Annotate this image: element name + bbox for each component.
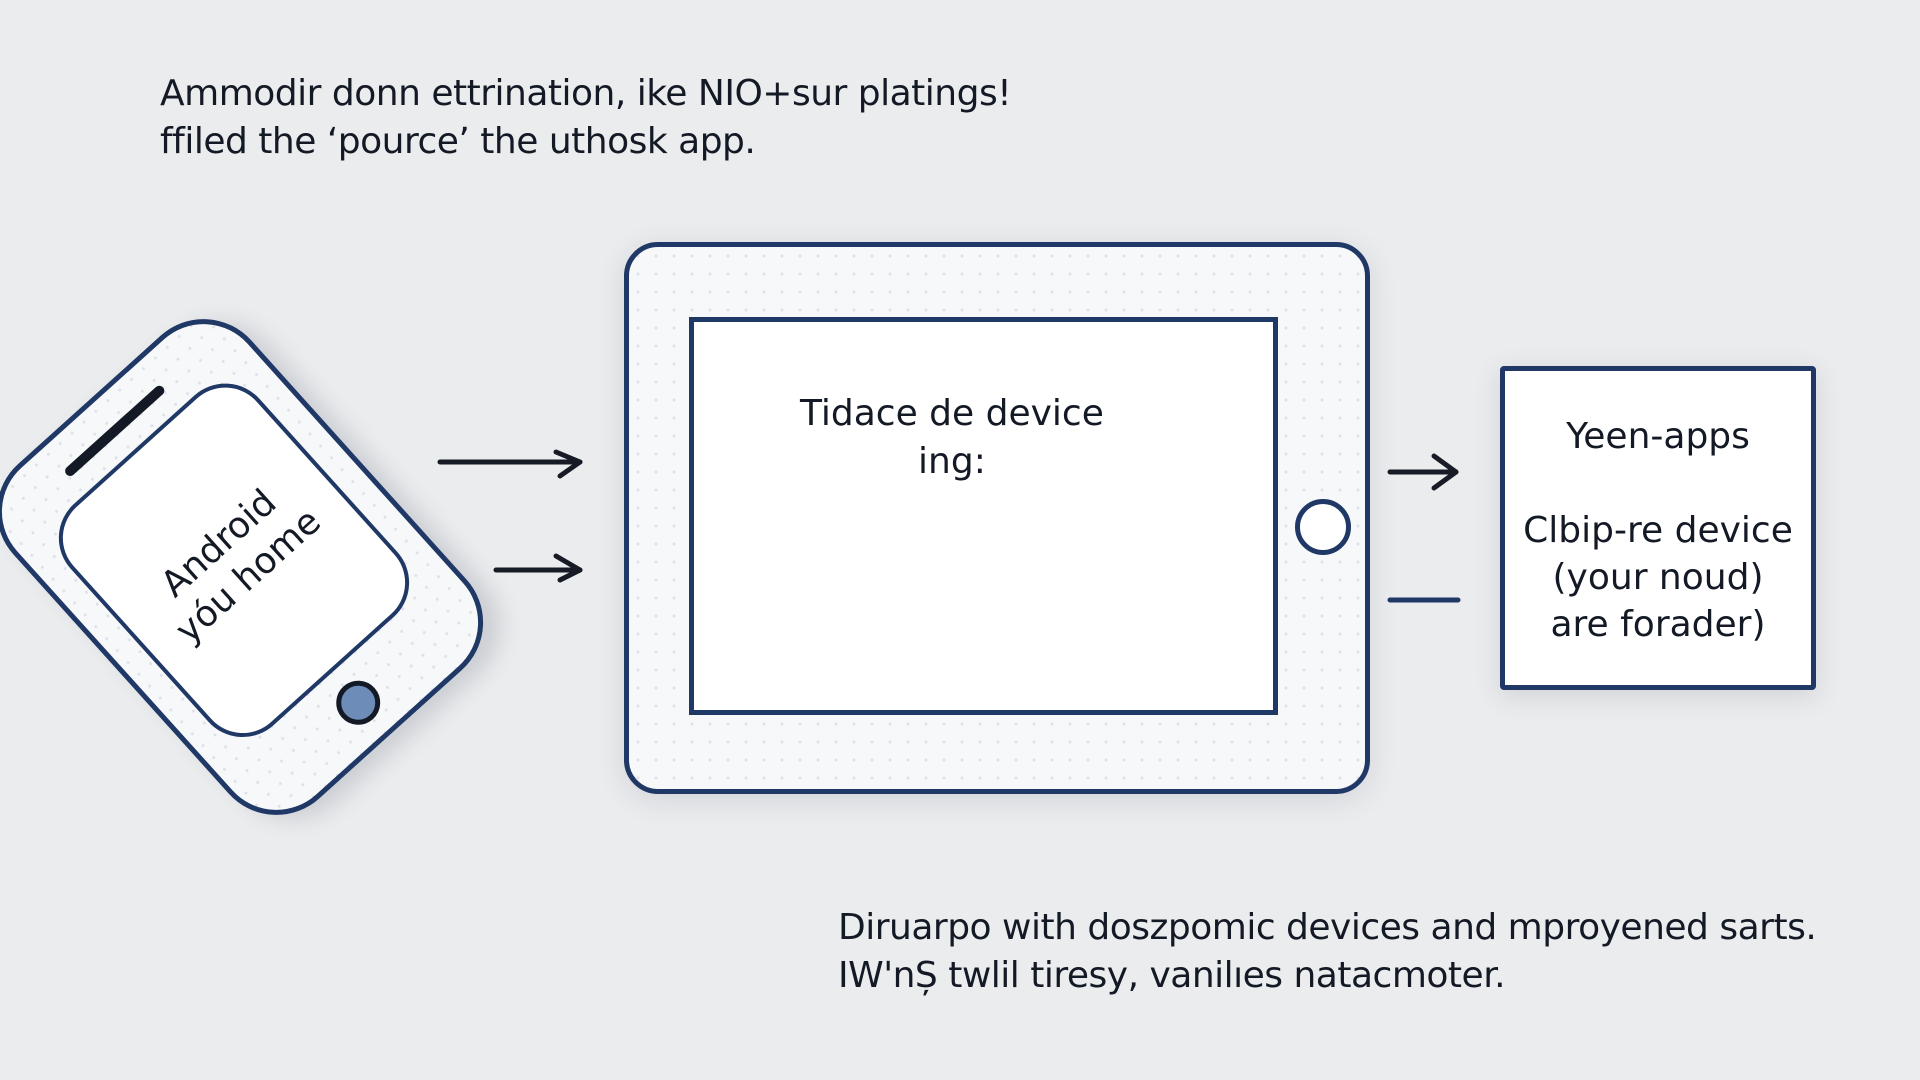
- tablet-home-button-icon: [1295, 499, 1351, 555]
- apps-card-line-1: Clbip-re device: [1523, 510, 1793, 551]
- intro-line-1: Ammodir donn ettrination, ike NIO+sur pl…: [160, 73, 1012, 114]
- intro-line-2: ffiled the ‘pource’ the uthosk app.: [160, 121, 756, 162]
- footer-line-1: Diruarpo with doszpomic devices and mpro…: [838, 907, 1817, 948]
- apps-card-body: Clbip-re device (your noud) are forader): [1505, 507, 1811, 648]
- tablet-label-line-2: ing:: [918, 441, 986, 482]
- intro-caption: Ammodir donn ettrination, ike NIO+sur pl…: [160, 70, 1012, 166]
- tablet-label: Tidace de device ing:: [800, 390, 1104, 486]
- arrow-phone-to-tablet-upper-icon: [437, 449, 583, 479]
- phone-home-button-icon: [327, 671, 390, 734]
- tablet-label-line-1: Tidace de device: [800, 393, 1104, 434]
- apps-card-line-2: (your noud): [1552, 557, 1764, 598]
- phone-device: Android yóu home: [0, 292, 510, 842]
- apps-card-line-3: are forader): [1550, 604, 1766, 645]
- footer-line-2: IW'nȘ twlil tiresy, vanilıes natacmoter.: [838, 955, 1506, 996]
- footer-caption: Diruarpo with doszpomic devices and mpro…: [838, 904, 1817, 1000]
- apps-card: Yeen-apps Clbip-re device (your noud) ar…: [1500, 366, 1816, 690]
- tablet-screen: Tidace de device ing:: [689, 317, 1278, 715]
- tablet-device: Tidace de device ing:: [624, 242, 1370, 794]
- apps-card-title: Yeen-apps: [1566, 416, 1750, 457]
- arrow-tablet-to-card-icon: [1387, 453, 1459, 491]
- arrow-phone-to-tablet-lower-icon: [493, 553, 583, 583]
